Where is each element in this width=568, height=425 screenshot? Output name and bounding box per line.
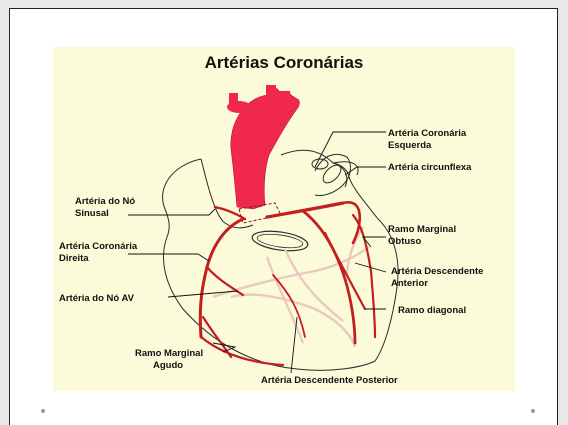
label-descendente-posterior: Artéria Descendente Posterior: [261, 375, 398, 386]
heart-outline: [163, 159, 398, 370]
aorta-branch-1: [229, 93, 238, 109]
coronary-arteries-figure: Artérias Coronárias: [53, 47, 515, 391]
label-marginal-agudo-2: Agudo: [153, 360, 183, 371]
label-no-sinusal-2: Sinusal: [75, 208, 109, 219]
label-coronaria-esquerda-1: Artéria Coronária: [388, 128, 467, 139]
label-no-av: Artéria do Nó AV: [59, 293, 135, 304]
label-marginal-agudo-1: Ramo Marginal: [135, 348, 203, 359]
coronary-arteries: [200, 202, 375, 365]
label-marginal-obtuso-1: Ramo Marginal: [388, 224, 456, 235]
aorta-branch-3: [280, 91, 290, 105]
label-circunflexa: Artéria circunflexa: [388, 162, 472, 173]
vena-cava-outline: [312, 159, 328, 169]
anatomy-labels: Artéria Coronária Esquerda Artéria circu…: [59, 128, 483, 386]
label-ramo-diagonal: Ramo diagonal: [398, 305, 466, 316]
label-coronaria-esquerda-2: Esquerda: [388, 140, 432, 151]
slide-dot-right: [531, 409, 535, 413]
label-marginal-obtuso-2: Obtuso: [388, 236, 421, 247]
label-no-sinusal-1: Artéria do Nó: [75, 196, 135, 207]
aorta-branch-2: [266, 85, 276, 101]
label-descendente-anterior-2: Anterior: [391, 278, 428, 289]
heart-diagram: Artérias Coronárias: [53, 47, 515, 391]
label-coronaria-direita-1: Artéria Coronária: [59, 241, 138, 252]
label-descendente-anterior-1: Artéria Descendente: [391, 266, 483, 277]
label-coronaria-direita-2: Direita: [59, 253, 89, 264]
slide-dot-left: [41, 409, 45, 413]
figure-title: Artérias Coronárias: [205, 53, 364, 72]
